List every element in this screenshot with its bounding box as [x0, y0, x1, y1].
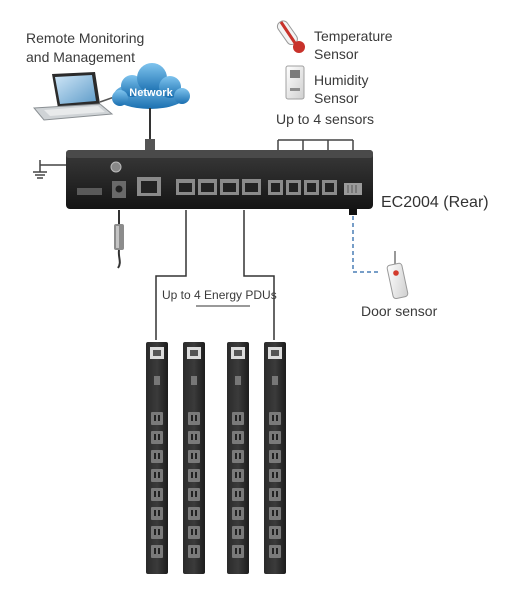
- door-sensor-cable: [352, 216, 381, 273]
- ground-screw: [110, 161, 122, 173]
- remote-management-label-line2: and Management: [26, 49, 135, 65]
- thermometer-icon: [276, 20, 305, 53]
- pdu-count-label: Up to 4 Energy PDUs: [162, 288, 277, 302]
- humidity-sensor-label-line1: Humidity: [314, 72, 368, 88]
- door-sensor-label: Door sensor: [361, 303, 438, 319]
- temperature-sensor-label-line1: Temperature: [314, 28, 393, 44]
- pdu-icon: [264, 342, 286, 574]
- humidity-sensor-icon: [285, 65, 305, 100]
- pdu-connector-lines: [155, 210, 275, 340]
- laptop-icon: [32, 72, 114, 121]
- network-cloud-icon: Network: [112, 63, 190, 109]
- network-label: Network: [129, 87, 173, 99]
- humidity-sensor-label-line2: Sensor: [314, 90, 359, 106]
- ec2004-device: [66, 150, 373, 209]
- sensor-count-label: Up to 4 sensors: [276, 111, 374, 127]
- door-terminal: [344, 183, 362, 195]
- sensor-bracket: [277, 139, 354, 150]
- power-switch: [77, 188, 102, 195]
- device-label: EC2004 (Rear): [381, 194, 489, 211]
- remote-management-label-line1: Remote Monitoring: [26, 30, 144, 46]
- pdu-icon: [146, 342, 168, 574]
- network-cable-plug: [145, 139, 155, 150]
- door-terminal-plug: [349, 209, 357, 215]
- power-adapter-icon: [114, 210, 124, 269]
- pdu-icon: [227, 342, 249, 574]
- door-sensor-icon: [386, 251, 409, 300]
- pdu-icon: [183, 342, 205, 574]
- temperature-sensor-label-line2: Sensor: [314, 46, 359, 62]
- pdu-group: [146, 342, 286, 574]
